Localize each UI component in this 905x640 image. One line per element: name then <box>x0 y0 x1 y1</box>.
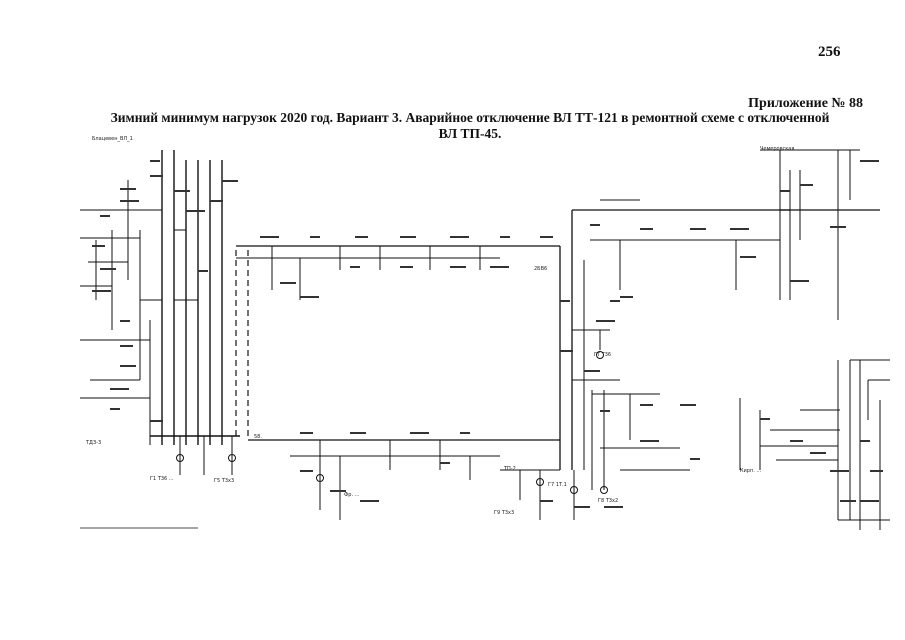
label-bus-node: 2БВ6 <box>534 266 548 272</box>
value-mark <box>198 270 208 272</box>
value-mark <box>120 365 136 367</box>
value-mark <box>540 236 553 238</box>
label-node-58: 58. <box>254 434 262 440</box>
value-mark <box>330 490 346 492</box>
value-mark <box>596 320 615 322</box>
value-mark <box>830 470 849 472</box>
value-mark <box>174 190 190 192</box>
value-mark <box>870 470 883 472</box>
value-mark <box>690 228 706 230</box>
value-mark <box>400 266 413 268</box>
label-gt: ГТ Т36 <box>594 352 612 358</box>
value-mark <box>690 458 700 460</box>
value-mark <box>350 266 360 268</box>
value-mark <box>490 266 509 268</box>
value-mark <box>300 470 313 472</box>
value-mark <box>100 215 110 217</box>
value-mark <box>260 236 279 238</box>
value-mark <box>500 236 510 238</box>
value-mark <box>120 320 130 322</box>
value-mark <box>410 432 429 434</box>
value-mark <box>280 282 296 284</box>
label-g9: Г9 Т3х3 <box>494 510 515 516</box>
value-mark <box>120 345 133 347</box>
value-mark <box>310 236 320 238</box>
value-mark <box>840 500 856 502</box>
value-mark <box>120 200 139 202</box>
title-line-1: Зимний минимум нагрузок 2020 год. Вариан… <box>110 110 830 125</box>
value-mark <box>450 266 466 268</box>
value-mark <box>604 506 623 508</box>
page-title: Зимний минимум нагрузок 2020 год. Вариан… <box>100 110 840 142</box>
value-mark <box>450 236 469 238</box>
value-mark <box>150 160 160 162</box>
label-tdz: ТДЗ-3 <box>86 440 102 446</box>
label-g1: Г1 Т36 ... <box>150 476 174 482</box>
value-mark <box>740 256 756 258</box>
value-mark <box>110 408 120 410</box>
value-mark <box>610 300 620 302</box>
value-mark <box>350 432 366 434</box>
value-mark <box>355 236 368 238</box>
value-mark <box>440 462 450 464</box>
value-mark <box>790 280 809 282</box>
value-mark <box>222 180 238 182</box>
label-kirp: Кирп. ... <box>740 468 762 474</box>
value-mark <box>400 236 416 238</box>
value-mark <box>560 350 573 352</box>
value-mark <box>100 268 116 270</box>
value-mark <box>860 500 879 502</box>
value-mark <box>360 500 379 502</box>
label-g5: Г5 Т3х3 <box>214 478 235 484</box>
value-mark <box>800 184 813 186</box>
label-left-top: Блацевен_ВЛ_1 <box>92 136 133 142</box>
label-top-right: Чемеровская <box>760 146 795 152</box>
value-mark <box>92 245 105 247</box>
value-mark <box>600 410 610 412</box>
value-mark <box>830 226 846 228</box>
value-mark <box>640 228 653 230</box>
label-tpz2: ТП-2 <box>504 466 516 472</box>
value-mark <box>584 370 600 372</box>
value-mark <box>620 296 633 298</box>
value-mark <box>860 160 879 162</box>
value-mark <box>560 300 570 302</box>
label-g7: Г7 1Т.1 <box>548 482 567 488</box>
value-mark <box>540 500 553 502</box>
value-mark <box>92 290 111 292</box>
label-fr-node: Фр. ... <box>344 492 360 498</box>
value-mark <box>780 190 790 192</box>
value-mark <box>186 210 205 212</box>
value-mark <box>300 432 313 434</box>
value-mark <box>810 452 826 454</box>
value-mark <box>640 404 653 406</box>
value-mark <box>760 418 770 420</box>
title-line-2: ВЛ ТП-45. <box>438 126 502 141</box>
value-mark <box>210 200 223 202</box>
label-g8: Г8 Т3х2 <box>598 498 619 504</box>
value-mark <box>860 440 870 442</box>
value-mark <box>110 388 129 390</box>
value-mark <box>120 188 136 190</box>
value-mark <box>640 440 659 442</box>
page-number: 256 <box>818 44 841 60</box>
value-mark <box>460 432 470 434</box>
value-mark <box>790 440 803 442</box>
appendix-label: Приложение № 88 <box>748 96 863 111</box>
value-mark <box>574 506 590 508</box>
schematic-value-marks <box>92 160 883 508</box>
value-mark <box>680 404 696 406</box>
value-mark <box>590 224 600 226</box>
value-mark <box>150 420 163 422</box>
value-mark <box>730 228 749 230</box>
value-mark <box>300 296 319 298</box>
value-mark <box>150 175 163 177</box>
